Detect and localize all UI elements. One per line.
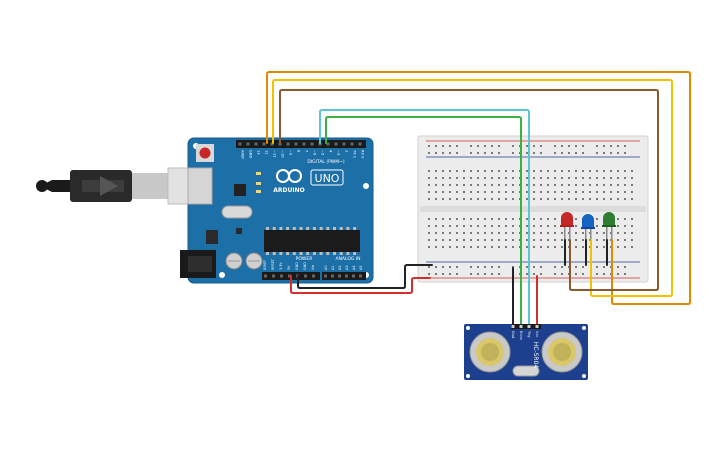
sensor-crystal	[512, 365, 540, 377]
pin-label: 12	[265, 150, 269, 155]
ultrasonic-sensor[interactable]: HC-SR04 Vcc Trig Echo Gnd	[464, 324, 588, 380]
led-green[interactable]	[602, 212, 616, 240]
pin-label: RX 0	[361, 150, 365, 159]
led-blue[interactable]	[581, 214, 595, 240]
analog-header	[322, 272, 366, 280]
pin-label: AREF	[241, 150, 245, 159]
pin-label: TX 1	[353, 149, 357, 158]
pin-label: 2	[345, 150, 349, 152]
uno-badge: UNO	[310, 169, 344, 186]
capacitor	[225, 252, 243, 270]
pin-label: 3.3V	[279, 262, 283, 270]
digital-header	[236, 140, 366, 148]
transducer-left	[469, 331, 511, 373]
arduino-brand-text: ARDUINO	[273, 187, 304, 194]
pin-label: 13	[257, 150, 261, 155]
sensor-pin-label: Trig	[527, 330, 531, 337]
pin-label: IOREF	[263, 260, 267, 270]
pin-label: Vin	[311, 265, 315, 270]
pin-label: 4	[329, 150, 333, 153]
mount-hole	[219, 272, 225, 278]
pin-label: ~5	[321, 150, 325, 155]
pin-label: A1	[331, 266, 335, 270]
pin-label: GND	[295, 262, 299, 270]
pin-label: A0	[324, 266, 328, 270]
sensor-pin-label: Vcc	[535, 331, 539, 337]
wire-black[interactable]	[297, 264, 433, 289]
led-red[interactable]	[560, 212, 574, 240]
sensor-pin-label: Echo	[519, 331, 523, 340]
pin-label: ~6	[313, 150, 317, 156]
pin-label: RESET	[271, 258, 275, 270]
svg-text:UNO: UNO	[315, 172, 340, 185]
usb-cable[interactable]	[36, 167, 213, 205]
arduino-logo	[276, 169, 302, 183]
transducer-right	[541, 331, 583, 373]
pin-label: ~3	[337, 150, 341, 155]
sensor-pin-label: Gnd	[511, 331, 515, 338]
breadboard[interactable]	[417, 135, 649, 283]
pin-label: GND	[249, 150, 253, 158]
pin-label: A5	[359, 266, 363, 270]
pin-label: A3	[345, 266, 349, 270]
mount-hole	[363, 183, 369, 189]
crystal	[221, 205, 253, 219]
arduino-uno-board[interactable]: ARDUINO UNO AREF GND 13 12 ~11 ~10 ~9 8 7 ~6 ~5 4 ~3…	[180, 137, 374, 284]
pin-label: ~11	[273, 150, 277, 158]
center-channel	[420, 206, 646, 212]
pin-label: GND	[303, 262, 307, 270]
wire-yellow[interactable]	[272, 79, 673, 297]
pin-label: ~9	[289, 150, 293, 156]
pin-label: ~10	[281, 150, 285, 158]
atmega-chip	[264, 227, 360, 255]
usb-chip	[234, 184, 246, 196]
pin-label: 7	[305, 150, 309, 152]
power-label: POWER	[296, 256, 313, 262]
wire-red[interactable]	[290, 275, 431, 294]
analog-label: ANALOG IN	[335, 256, 360, 262]
voltage-regulator	[206, 230, 218, 244]
pin-label: 8	[297, 150, 301, 153]
usb-port	[187, 167, 213, 205]
sensor-model-text: HC-SR04	[532, 342, 539, 369]
wire-green[interactable]	[325, 116, 522, 325]
pin-label: 5V	[287, 265, 291, 270]
capacitor	[245, 252, 263, 270]
wire-orange[interactable]	[266, 71, 691, 305]
wire-cyan[interactable]	[319, 109, 530, 325]
pin-label: A2	[338, 266, 342, 270]
pin-label: A4	[352, 266, 356, 270]
reset-button[interactable]	[196, 144, 214, 162]
wire-brown[interactable]	[279, 89, 659, 291]
digital-label: DIGITAL (PWM~)	[307, 159, 345, 165]
